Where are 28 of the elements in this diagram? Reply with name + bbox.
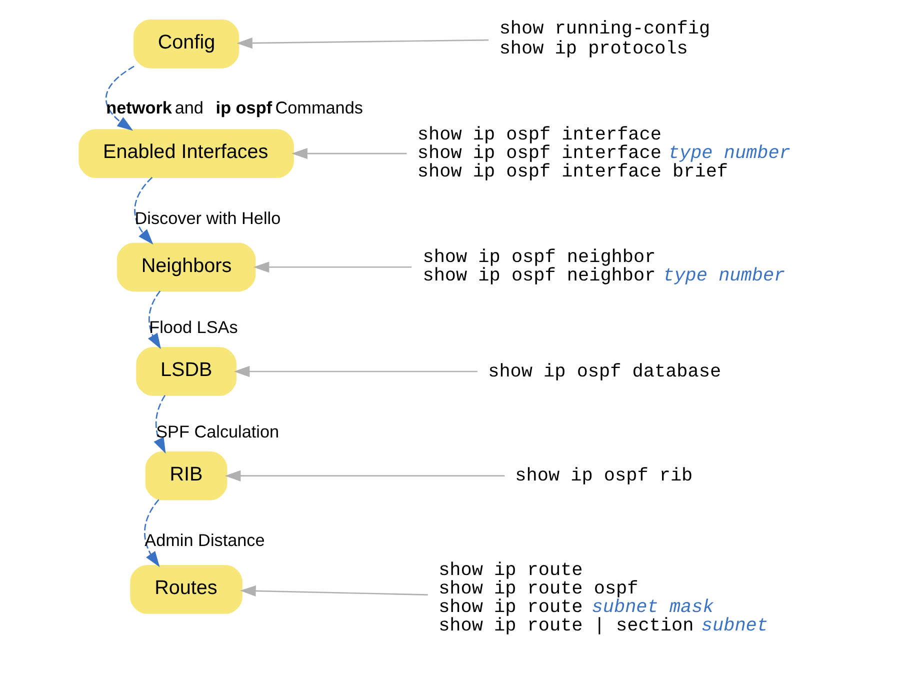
arrow	[144, 499, 160, 568]
arrow	[240, 585, 428, 596]
arrow	[234, 366, 478, 378]
edge-label: network and ip ospf Commands	[106, 97, 363, 118]
node-text: show ip ospf rib	[515, 466, 693, 487]
arrow	[148, 290, 161, 350]
node-box: RIB	[145, 451, 228, 500]
node-box: Config	[133, 19, 240, 68]
edge-label: Admin Distance	[144, 530, 265, 550]
edge-label: Flood LSAs	[149, 316, 238, 337]
arrow	[224, 470, 505, 482]
arrow	[105, 66, 134, 131]
node-text: show ip route show ip route ospf show ip route subnet mask show ip route | section subnet	[438, 560, 768, 637]
node-text: show ip ospf neighbor show ip ospf neighbor type number	[422, 247, 786, 287]
node-box: Enabled Interfaces	[78, 129, 294, 178]
arrow	[236, 38, 489, 49]
node-text: show ip ospf interface show ip ospf interface type number show ip ospf interface brief	[417, 124, 790, 182]
arrow	[134, 176, 154, 245]
arrow	[292, 148, 407, 160]
arrow	[154, 395, 166, 454]
edge-label: SPF Calculation	[156, 422, 280, 442]
edge-label: Discover with Hello	[134, 208, 281, 228]
node-text: show ip ospf database	[488, 361, 722, 382]
arrow	[253, 262, 412, 273]
node-box: Neighbors	[116, 242, 256, 292]
node-text: show running-config show ip protocols	[499, 18, 710, 60]
node-box: LSDB	[136, 347, 236, 396]
node-box: Routes	[130, 565, 242, 614]
